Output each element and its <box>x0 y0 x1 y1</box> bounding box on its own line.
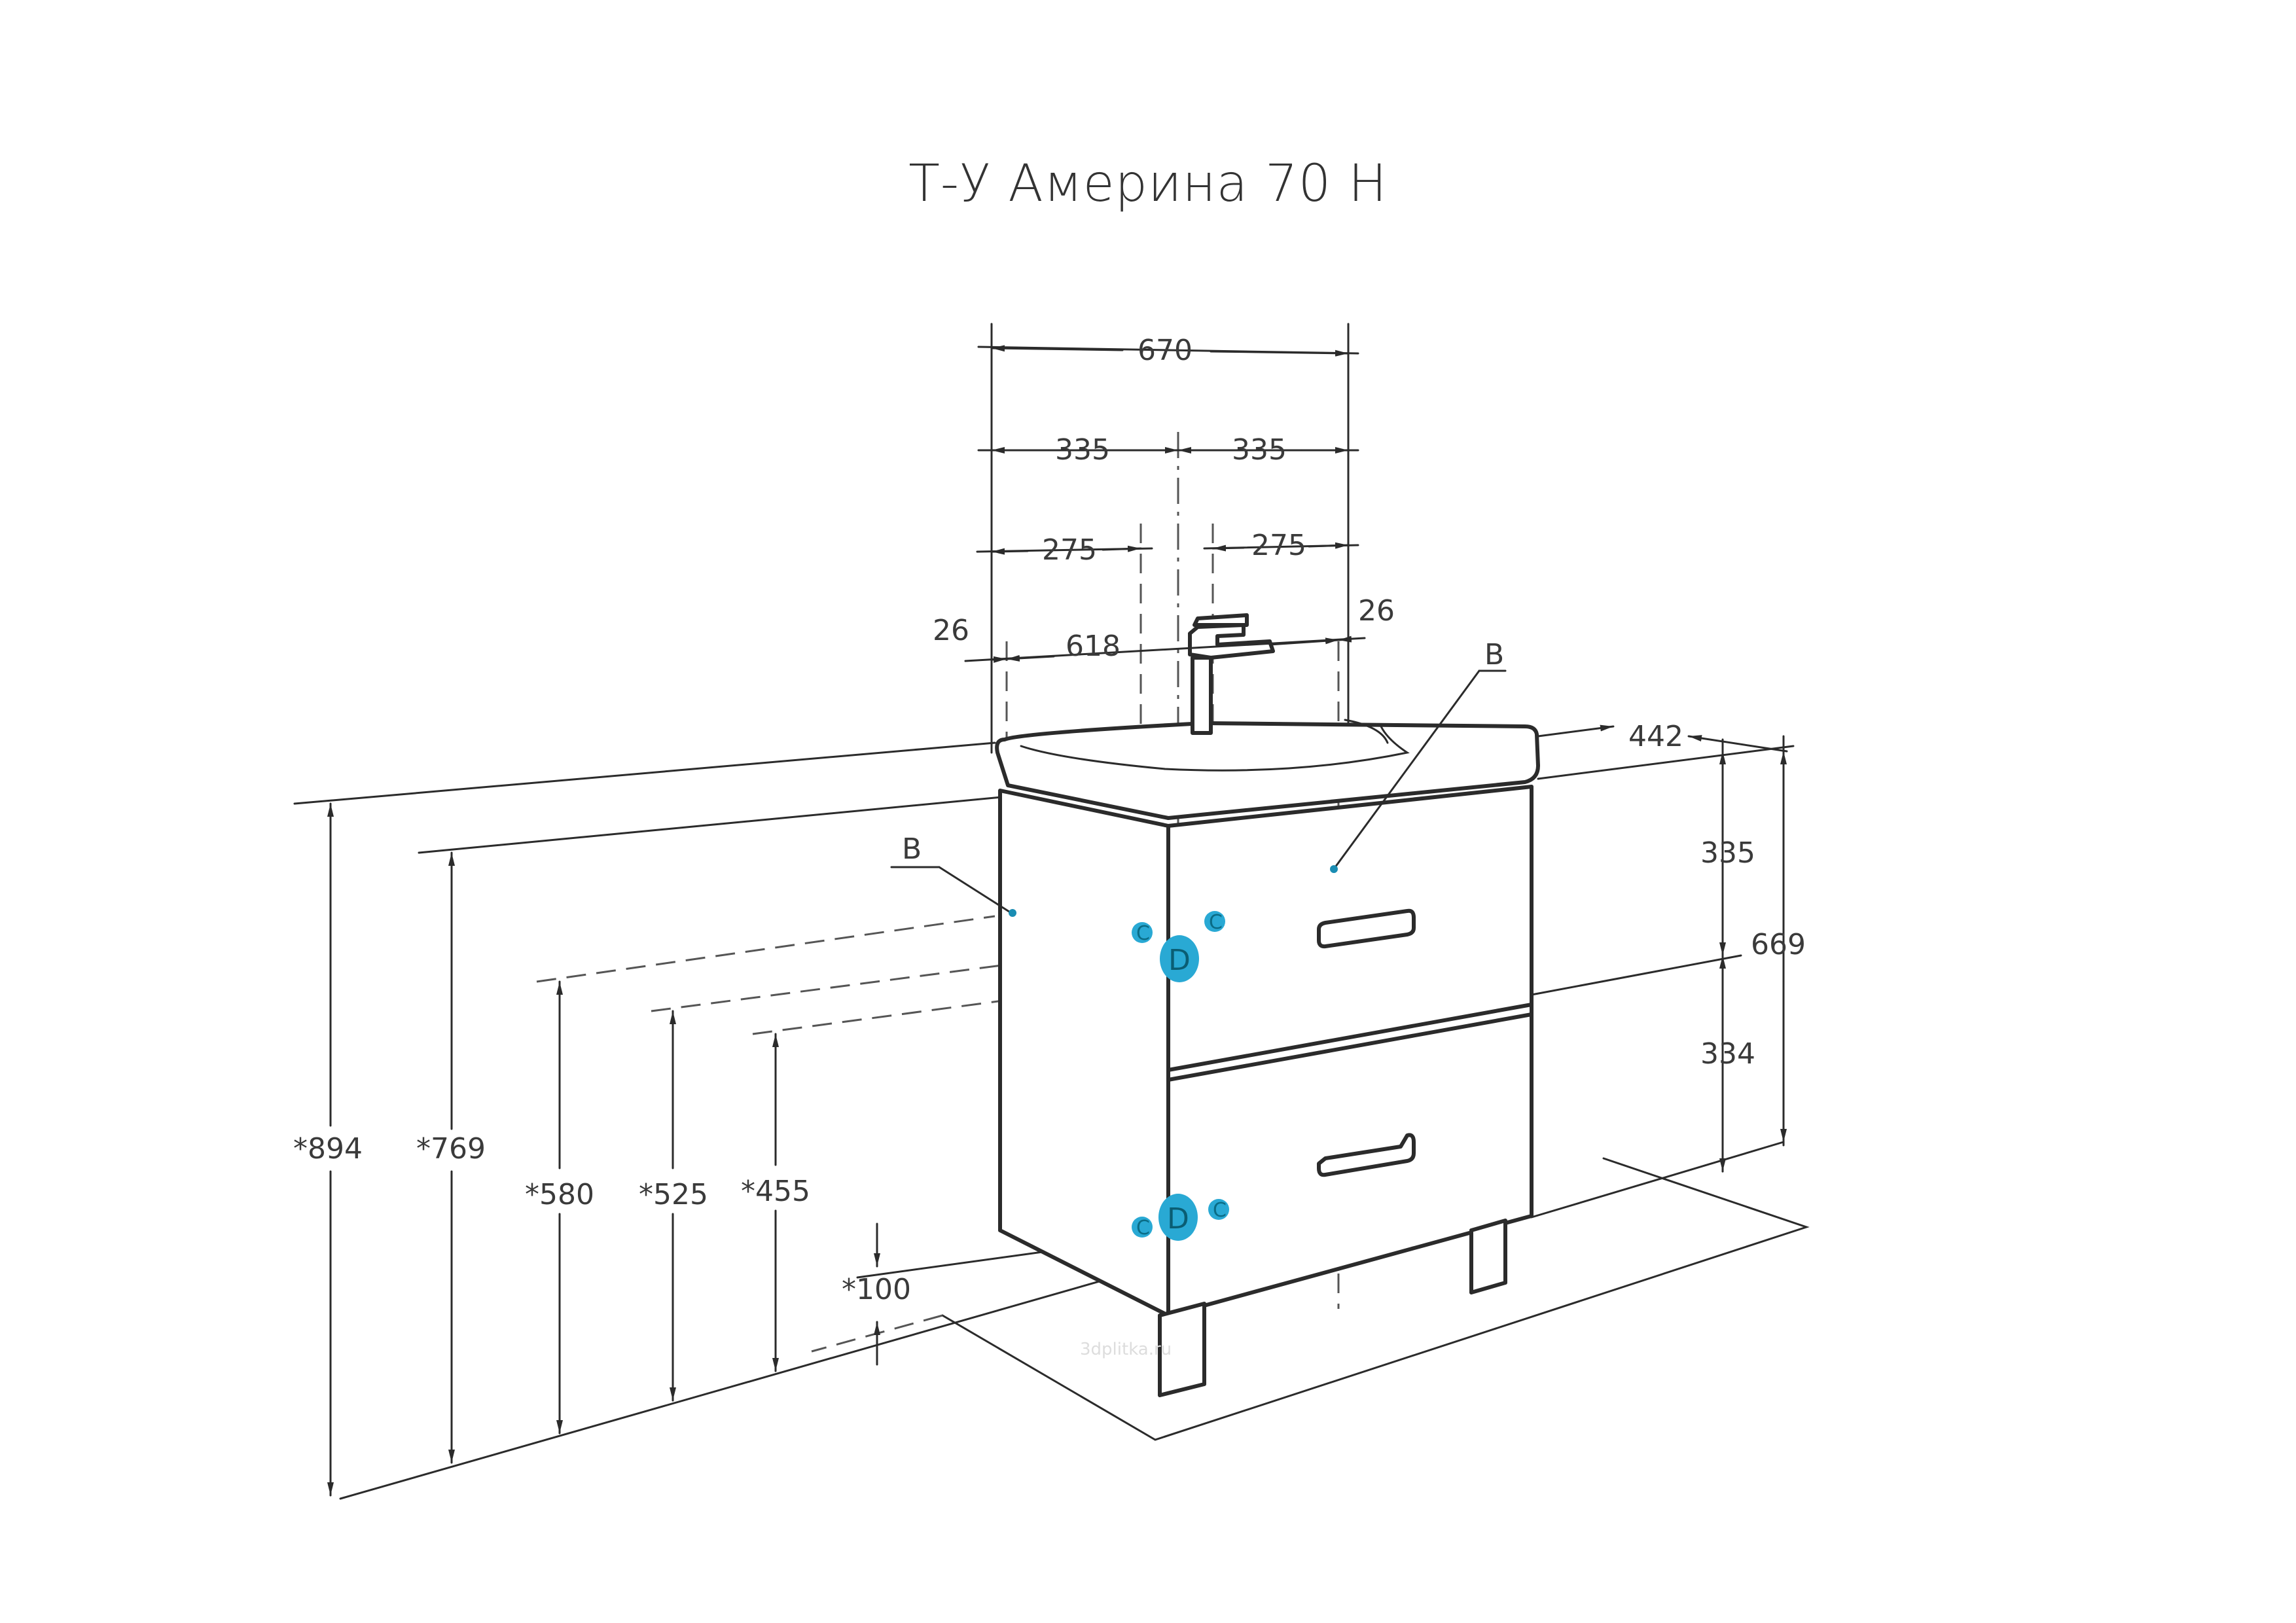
marker-c-lower-left: C <box>1132 1217 1153 1240</box>
svg-text:C: C <box>1209 911 1223 934</box>
label-b-left: B <box>902 832 922 866</box>
dim-894: *894 <box>293 1132 363 1166</box>
svg-text:C: C <box>1136 922 1150 945</box>
marker-c-upper-right: C <box>1204 911 1225 934</box>
b-point-right <box>1330 865 1338 873</box>
dim-100: *100 <box>842 1273 911 1306</box>
svg-text:D: D <box>1167 1202 1189 1236</box>
dim-26-left: 26 <box>933 614 969 647</box>
dim-670: 670 <box>1138 334 1193 367</box>
connection-markers: B B C C D C D C <box>890 638 1507 1241</box>
svg-text:C: C <box>1136 1217 1150 1240</box>
b-point-left <box>1009 909 1016 917</box>
dim-335-height: 335 <box>1700 836 1755 870</box>
rear-leg <box>1469 1219 1507 1294</box>
depth-height-dimensions: 442 669 335 334 <box>1530 720 1806 1219</box>
marker-c-lower-right: C <box>1208 1199 1229 1222</box>
cabinet <box>998 785 1534 1397</box>
faucet <box>1191 656 1213 735</box>
marker-d-upper: D <box>1160 935 1199 982</box>
watermark: 3dplitka.ru <box>1080 1340 1172 1359</box>
upper-handle <box>1317 908 1416 949</box>
dim-335-left: 335 <box>1055 433 1110 467</box>
dim-442: 442 <box>1628 720 1683 753</box>
left-height-dimensions: *894 *769 *580 *525 *455 *100 <box>293 802 911 1497</box>
marker-d-lower: D <box>1158 1194 1198 1241</box>
dim-669: 669 <box>1751 928 1806 961</box>
dim-618: 618 <box>1066 630 1121 663</box>
dim-455: *455 <box>741 1175 810 1208</box>
page-title: Т-У Америна 70 Н <box>908 154 1388 213</box>
marker-c-upper-left: C <box>1132 922 1153 945</box>
dim-769: *769 <box>416 1132 486 1166</box>
basin <box>995 613 1540 820</box>
dim-580: *580 <box>525 1178 594 1211</box>
label-b-right: B <box>1484 638 1504 671</box>
dim-335-right: 335 <box>1232 433 1287 467</box>
width-dimensions: 670 335 335 275 275 26 618 26 <box>933 334 1395 663</box>
dim-26-right: 26 <box>1358 594 1395 628</box>
svg-text:D: D <box>1168 944 1191 977</box>
dim-334-height: 334 <box>1700 1037 1755 1071</box>
svg-text:C: C <box>1213 1199 1227 1222</box>
dim-525: *525 <box>639 1178 708 1211</box>
dim-275-left: 275 <box>1042 533 1097 567</box>
dim-275-right: 275 <box>1251 529 1306 562</box>
lower-handle <box>1317 1133 1416 1177</box>
front-leg <box>1158 1302 1206 1397</box>
